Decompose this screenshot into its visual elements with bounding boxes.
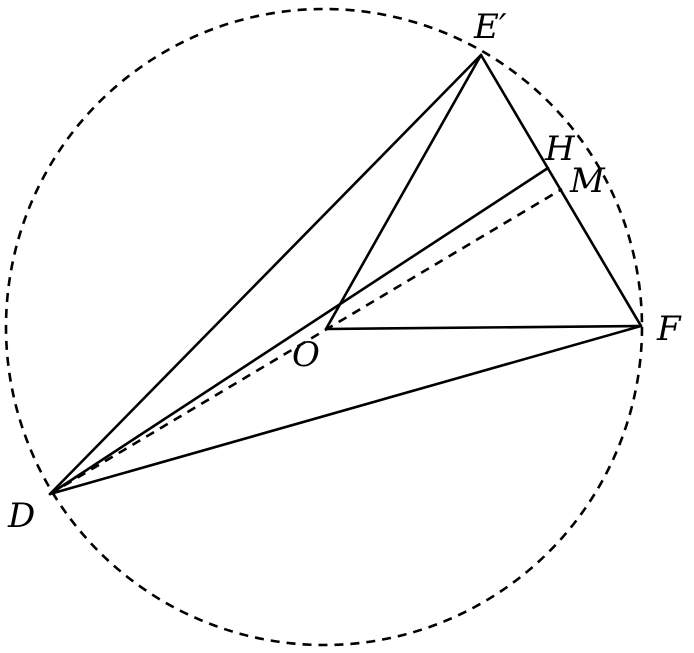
segment-OE	[324, 53, 483, 331]
segment-OF	[324, 324, 643, 331]
circumcircle	[4, 7, 644, 647]
segment-DF	[48, 324, 643, 496]
label-H: H	[544, 129, 576, 169]
label-E: E′	[473, 7, 507, 47]
label-D: D	[7, 496, 35, 536]
label-O: O	[292, 335, 320, 375]
segment-DH	[48, 166, 550, 496]
segment-DM-dashed	[49, 187, 563, 496]
label-F: F	[656, 309, 682, 349]
label-M: M	[569, 161, 606, 201]
segment-DE	[48, 53, 483, 496]
